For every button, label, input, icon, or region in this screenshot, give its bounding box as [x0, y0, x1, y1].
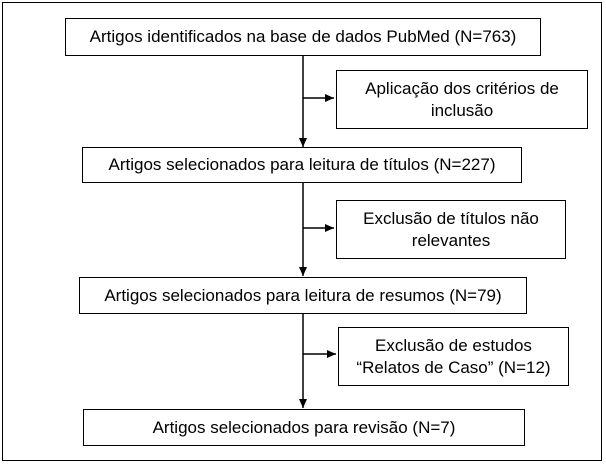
step-title-reading: Artigos selecionados para leitura de tít…: [82, 147, 522, 183]
step-identified: Artigos identificados na base de dados P…: [65, 18, 541, 56]
step-title-reading-label: Artigos selecionados para leitura de tít…: [108, 155, 496, 174]
diagram-frame: [2, 2, 602, 461]
side-inclusion-criteria-line2: inclusão: [430, 100, 494, 120]
step-abstract-reading: Artigos selecionados para leitura de res…: [79, 277, 527, 314]
step-selected-review: Artigos selecionados para revisão (N=7): [83, 409, 525, 446]
step-selected-review-label: Artigos selecionados para revisão (N=7): [152, 417, 456, 437]
side-case-report-exclusion-line1: Exclusão de estudos: [375, 335, 532, 355]
step-identified-label: Artigos identificados na base de dados P…: [89, 27, 517, 46]
side-title-exclusion-line1: Exclusão de títulos não: [363, 208, 539, 228]
side-inclusion-criteria: Aplicação dos critérios de inclusão: [336, 70, 588, 129]
side-title-exclusion: Exclusão de títulos não relevantes: [336, 200, 566, 259]
side-case-report-exclusion: Exclusão de estudos “Relatos de Caso” (N…: [338, 327, 569, 386]
side-case-report-exclusion-line2: “Relatos de Caso” (N=12): [356, 357, 551, 377]
side-title-exclusion-line2: relevantes: [411, 230, 491, 250]
side-inclusion-criteria-line1: Aplicação dos critérios de: [365, 78, 559, 98]
step-abstract-reading-label: Artigos selecionados para leitura de res…: [104, 285, 502, 305]
